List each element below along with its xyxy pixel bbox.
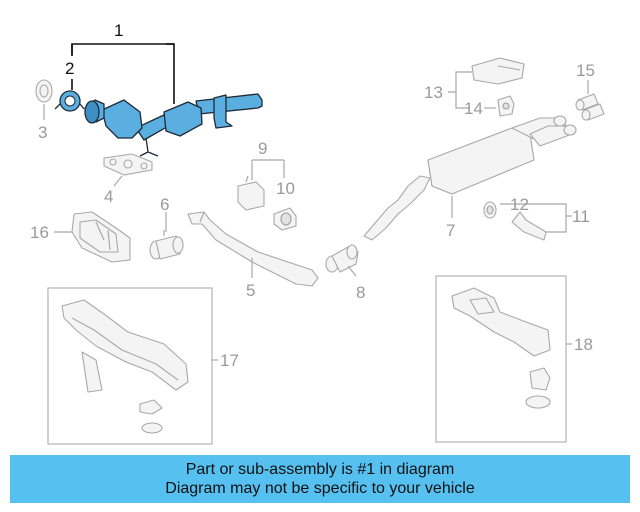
callout-9: 9 <box>258 139 267 158</box>
callout-16: 16 <box>30 223 49 242</box>
callout-13: 13 <box>424 83 443 102</box>
callout-2: 2 <box>65 59 74 78</box>
part-18-rear-shield-box[interactable] <box>435 275 567 443</box>
callout-4: 4 <box>104 187 113 206</box>
part-8-clamp[interactable] <box>325 244 359 273</box>
part-1-catalytic-converter-pipe[interactable] <box>84 93 263 157</box>
part-9-sensor[interactable] <box>237 175 265 211</box>
part-6-pipe-clamp[interactable] <box>149 230 184 260</box>
part-15-exhaust-tips[interactable] <box>575 93 605 121</box>
callout-5: 5 <box>246 281 255 300</box>
part-3-gasket[interactable] <box>35 79 53 103</box>
part-4-flange-gasket[interactable] <box>103 153 153 176</box>
banner-line-2: Diagram may not be specific to your vehi… <box>165 480 475 497</box>
leader-lines <box>43 43 589 361</box>
callout-18: 18 <box>574 335 593 354</box>
info-banner: Part or sub-assembly is #1 in diagram Di… <box>10 455 630 503</box>
part-17-underbody-shield-box[interactable] <box>47 287 213 445</box>
part-5-intermediate-pipe[interactable] <box>187 211 319 287</box>
callout-3: 3 <box>38 123 47 142</box>
callout-12: 12 <box>510 195 529 214</box>
part-13-heat-shield[interactable] <box>471 57 525 85</box>
part-14-hanger[interactable] <box>497 95 515 117</box>
callout-7: 7 <box>446 221 455 240</box>
banner-line-1: Part or sub-assembly is #1 in diagram <box>185 461 455 478</box>
part-2-clamp[interactable] <box>54 90 85 112</box>
exhaust-parts-diagram: 1 2 3 4 5 6 7 8 9 10 11 12 13 14 15 16 1… <box>30 21 605 445</box>
part-7-muffler[interactable] <box>363 115 577 241</box>
callout-14: 14 <box>464 99 483 118</box>
callout-1: 1 <box>114 21 123 40</box>
callout-6: 6 <box>160 195 169 214</box>
part-11-bracket[interactable] <box>511 211 547 241</box>
callout-15: 15 <box>576 61 595 80</box>
callout-17: 17 <box>220 351 239 370</box>
callout-11: 11 <box>572 207 590 226</box>
part-12-hanger[interactable] <box>483 201 497 219</box>
callout-10: 10 <box>276 179 295 198</box>
part-10-insulator[interactable] <box>273 207 297 231</box>
callout-8: 8 <box>356 283 365 302</box>
part-16-heat-shield[interactable] <box>71 211 131 263</box>
callout-numbers: 1 2 3 4 5 6 7 8 9 10 11 12 13 14 15 16 1… <box>30 21 595 370</box>
